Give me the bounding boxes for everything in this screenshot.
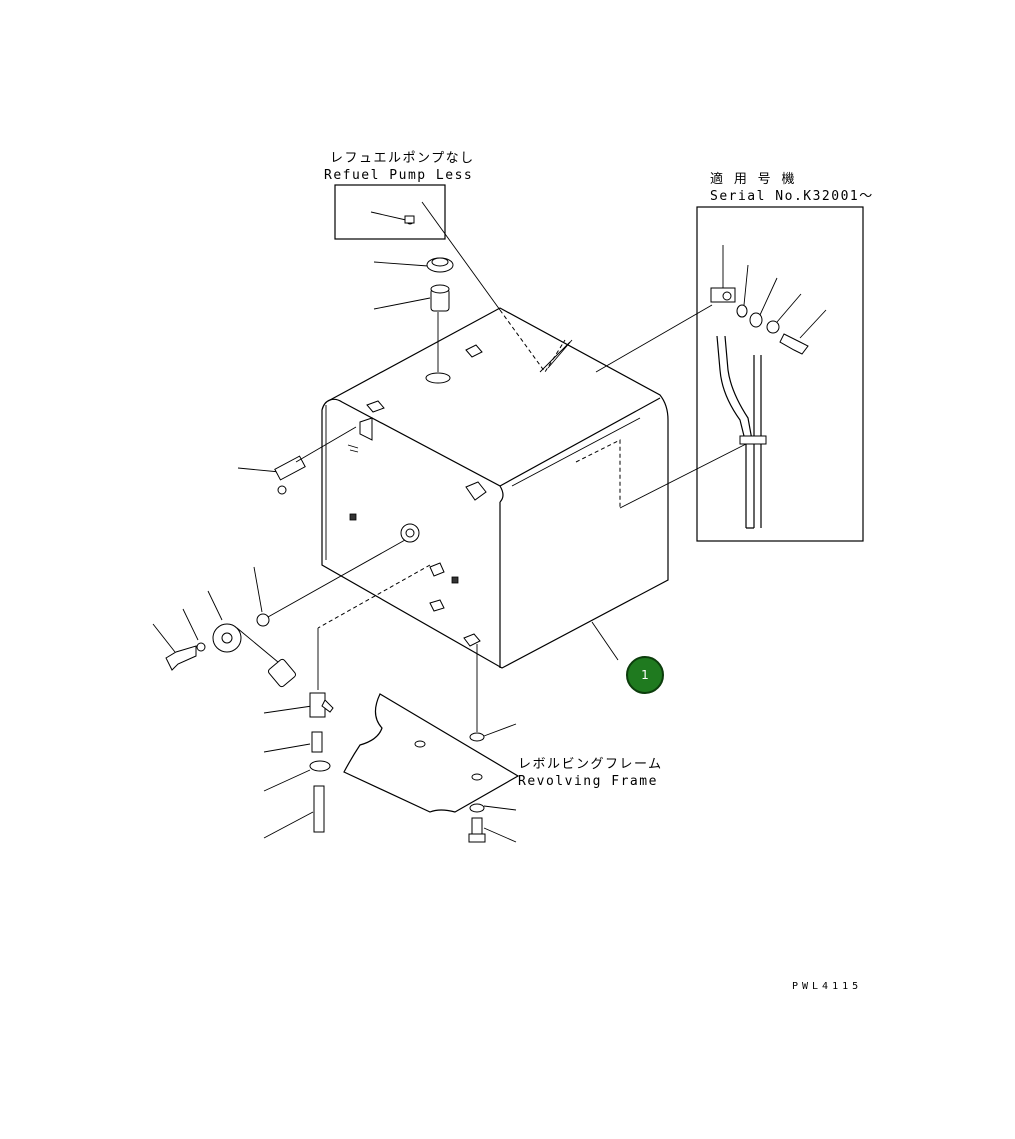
strainer-icon	[430, 284, 450, 312]
hose-icon	[716, 335, 767, 529]
washer-icon	[469, 732, 485, 742]
nut-icon	[749, 312, 763, 328]
bracket-icon	[359, 344, 487, 647]
elbow-fitting-icon	[309, 692, 334, 718]
plug-icon	[404, 215, 415, 225]
revolving-frame-label-jp: レボルビングフレーム	[518, 757, 663, 772]
fitting-icon	[349, 513, 459, 612]
fuel-gauge-icon	[400, 523, 420, 543]
serial-inset-box	[696, 206, 864, 542]
refuel-pump-less-label-jp: レフュエルポンプなし	[330, 151, 475, 166]
elbow-fitting-icon	[710, 287, 736, 303]
hose-clamp-icon	[309, 760, 331, 772]
revolving-frame-icon	[343, 693, 520, 813]
drawing-code: PWL4115	[792, 981, 863, 992]
washer-icon	[469, 803, 485, 813]
connector-icon	[311, 731, 323, 753]
revolving-frame-label-en: Revolving Frame	[518, 774, 658, 789]
fuel-tank-icon	[321, 304, 749, 669]
refuel-pump-less-label-en: Refuel Pump Less	[324, 168, 474, 183]
hose-icon	[313, 785, 325, 833]
fuel-cap-icon	[426, 257, 454, 273]
bolt-icon	[468, 817, 486, 843]
callout-1-button[interactable]: 1	[626, 656, 664, 694]
bolt-icon	[779, 333, 809, 355]
washer-icon	[766, 320, 780, 334]
clamp-icon	[274, 455, 306, 495]
callout-1-number: 1	[641, 668, 649, 682]
serial-label-jp: 適 用 号 機	[710, 172, 796, 187]
refuel-pump-less-box	[334, 184, 446, 240]
bolt-icon	[165, 645, 197, 671]
drain-valve-icon	[212, 623, 291, 673]
serial-label-en: Serial No.K32001～	[710, 189, 874, 204]
washer-icon	[736, 304, 748, 318]
